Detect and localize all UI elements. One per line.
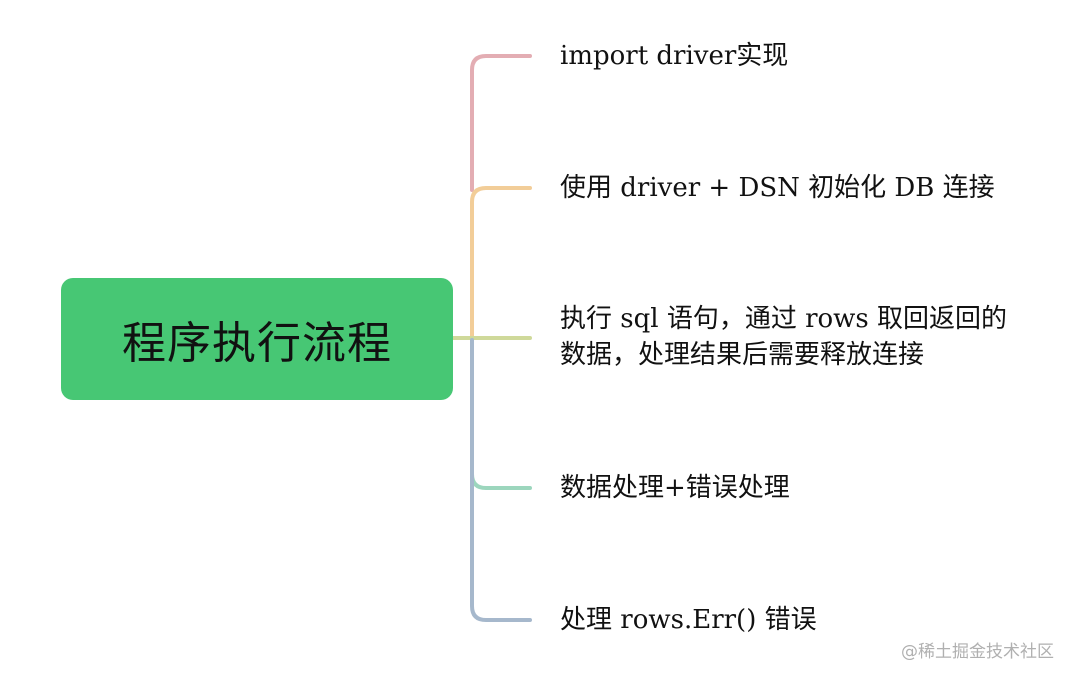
branch-text-line: import driver实现: [560, 41, 789, 71]
branch-import-driver[interactable]: import driver实现: [560, 38, 788, 74]
root-node[interactable]: 程序执行流程: [61, 278, 453, 400]
branch-text-line: 数据，处理结果后需要释放连接: [560, 340, 925, 370]
branch-text-line: 数据处理+错误处理: [560, 473, 790, 503]
branch-init-db[interactable]: 使用 driver + DSN 初始化 DB 连接: [560, 170, 995, 206]
branch-data-handling[interactable]: 数据处理+错误处理: [560, 470, 790, 506]
branch-execute-sql[interactable]: 执行 sql 语句，通过 rows 取回返回的 数据，处理结果后需要释放连接: [560, 301, 1007, 373]
connector-rows-err: [470, 338, 532, 622]
branch-rows-err[interactable]: 处理 rows.Err() 错误: [560, 602, 817, 638]
branch-text-line: 使用 driver + DSN 初始化 DB 连接: [560, 173, 995, 203]
watermark: @稀土掘金技术社区: [901, 642, 1054, 662]
branch-text-line: 处理 rows.Err() 错误: [560, 605, 817, 635]
branch-text-line: 执行 sql 语句，通过 rows 取回返回的: [560, 304, 1008, 334]
connector-init-db: [470, 186, 532, 338]
connector-data-handling: [470, 338, 532, 490]
root-label: 程序执行流程: [122, 318, 392, 369]
connector-import-driver: [470, 54, 532, 192]
